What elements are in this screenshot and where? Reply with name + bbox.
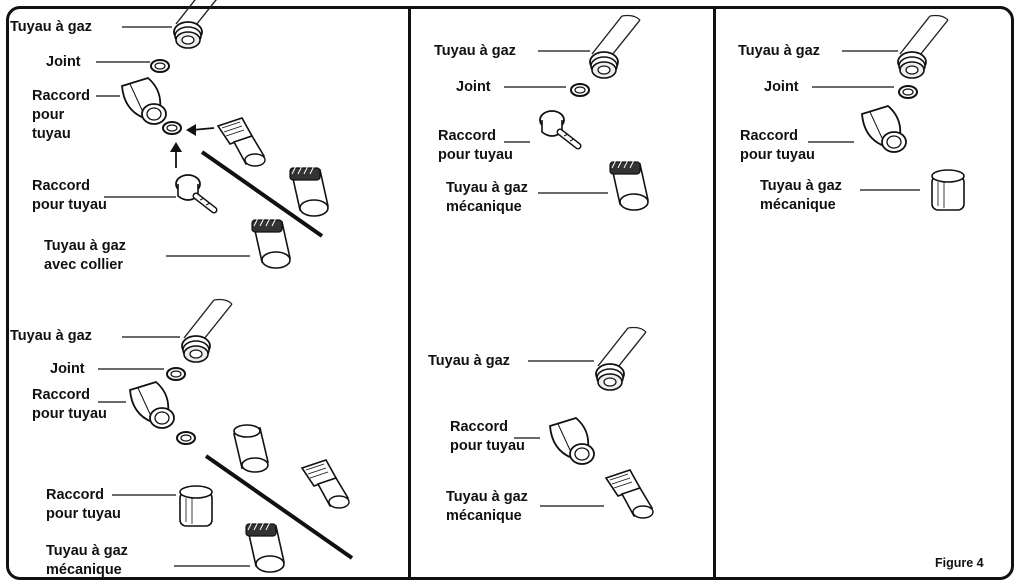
label-raccord-tuyau-bm: Raccord pour tuyau (450, 419, 525, 454)
label-tuyau-collier-tl: Tuyau à gaz avec collier (44, 238, 126, 273)
label-tuyau-mecanique-bm: Tuyau à gaz mécanique (446, 489, 528, 524)
label-raccord-tuyau-tm: Raccord pour tuyau (438, 128, 513, 163)
label-raccord-tuyau-tl: Raccord pour tuyau (32, 88, 91, 142)
label-raccord-tuyau-tr: Raccord pour tuyau (740, 128, 815, 163)
label-tuyau-gaz-tm: Tuyau à gaz (434, 43, 516, 59)
label-joint-bl: Joint (50, 361, 85, 377)
label-tuyau-mecanique-tr: Tuyau à gaz mécanique (760, 178, 842, 213)
diagram-frame (6, 6, 1014, 580)
panel-divider-right (713, 8, 716, 578)
label-tuyau-gaz-bm: Tuyau à gaz (428, 353, 510, 369)
label-tuyau-gaz-tl: Tuyau à gaz (10, 19, 92, 35)
label-raccord-pour-tuyau-bl: Raccord pour tuyau (46, 487, 121, 522)
label-joint-tr: Joint (764, 79, 799, 95)
label-tuyau-mecanique-tm: Tuyau à gaz mécanique (446, 180, 528, 215)
leader-lines (96, 26, 920, 567)
label-raccord-pour-tuyau-tl: Raccord pour tuyau (32, 178, 107, 213)
label-tuyau-gaz-tr: Tuyau à gaz (738, 43, 820, 59)
label-tuyau-gaz-bl: Tuyau à gaz (10, 328, 92, 344)
panel-divider-left (408, 8, 411, 578)
label-tuyau-mecanique-bl: Tuyau à gaz mécanique (46, 543, 128, 578)
figure-label: Figure 4 (935, 556, 984, 570)
label-joint-tm: Joint (456, 79, 491, 95)
label-raccord-tuyau-bl: Raccord pour tuyau (32, 387, 107, 422)
label-joint-tl: Joint (46, 54, 81, 70)
